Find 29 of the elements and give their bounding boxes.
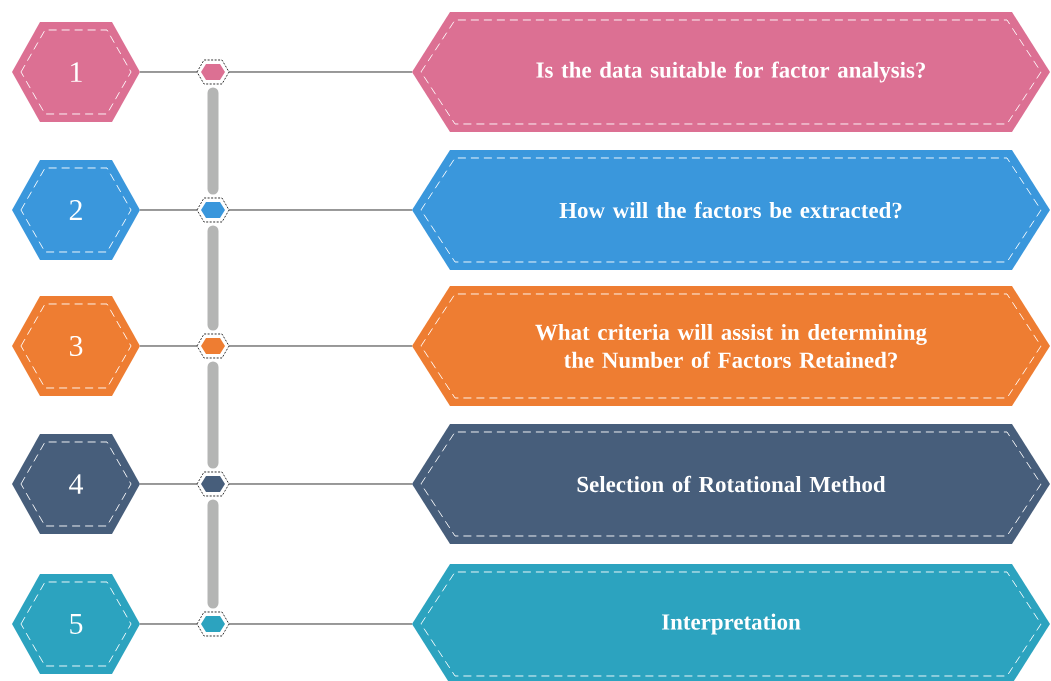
connector-line — [228, 345, 413, 347]
timeline-dot — [196, 59, 230, 85]
timeline-dot — [196, 471, 230, 497]
timeline-bar — [207, 499, 219, 609]
timeline-bar — [207, 361, 219, 469]
number-hexagon: 1 — [12, 22, 140, 122]
connector-line — [139, 209, 198, 211]
number-hexagon: 2 — [12, 160, 140, 260]
connector-line — [228, 71, 413, 73]
connector-line — [228, 209, 413, 211]
question-hexagon: Is the data suitable for factor analysis? — [412, 12, 1050, 132]
timeline-dot — [196, 197, 230, 223]
timeline-dot — [196, 611, 230, 637]
timeline-bar — [207, 87, 219, 195]
connector-line — [139, 623, 198, 625]
number-hexagon: 4 — [12, 434, 140, 534]
connector-line — [228, 483, 413, 485]
question-hexagon: What criteria will assist in determining the Number of Factors Retained? — [412, 286, 1050, 406]
question-hexagon: How will the factors be extracted? — [412, 150, 1050, 270]
timeline-dot — [196, 333, 230, 359]
question-hexagon: Selection of Rotational Method — [412, 424, 1050, 544]
question-hexagon: Interpretation — [412, 564, 1050, 681]
number-hexagon: 3 — [12, 296, 140, 396]
number-hexagon: 5 — [12, 574, 140, 674]
timeline-bar — [207, 225, 219, 331]
connector-line — [228, 623, 413, 625]
connector-line — [139, 483, 198, 485]
connector-line — [139, 71, 198, 73]
connector-line — [139, 345, 198, 347]
